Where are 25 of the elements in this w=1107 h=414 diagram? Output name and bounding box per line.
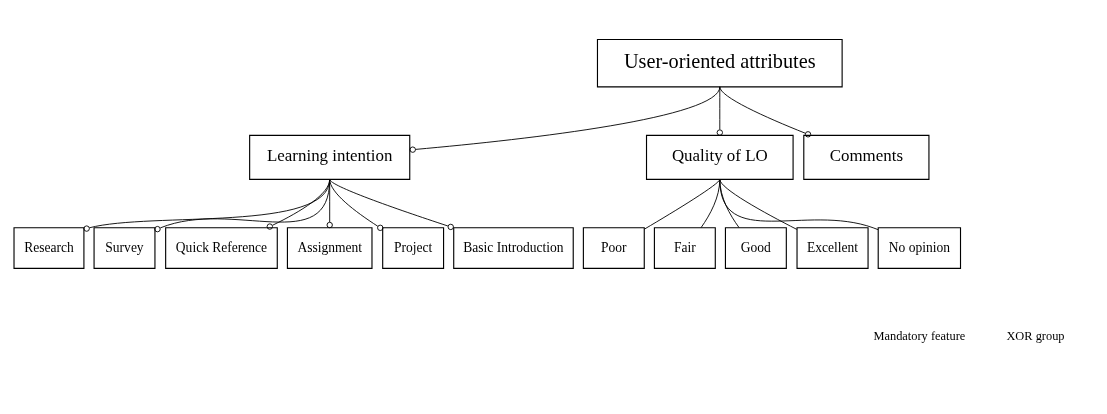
node-box: Good <box>724 226 787 269</box>
connector <box>644 178 721 230</box>
connector <box>329 178 384 231</box>
node-box: Quick Reference <box>165 226 278 269</box>
node-box: User-oriented attributes <box>596 38 843 87</box>
node-box: Fair <box>653 226 716 269</box>
node-box: Research <box>13 226 85 269</box>
node-box: No opinion <box>877 226 962 269</box>
node-box: Excellent <box>796 226 869 269</box>
node-box: Comments <box>803 134 930 180</box>
node-box: Learning intention <box>249 134 411 180</box>
node-box: Survey <box>93 226 156 269</box>
connector <box>409 85 721 153</box>
node-box: Assignment <box>286 226 373 269</box>
legend-label: XOR group <box>1006 328 1065 343</box>
node-box: Basic Introduction <box>453 226 574 269</box>
node-box: Quality of LO <box>645 134 794 180</box>
connector <box>719 85 812 137</box>
connector <box>716 85 723 136</box>
legend-label: Mandatory feature <box>873 328 966 343</box>
connector <box>329 178 454 230</box>
connector <box>719 178 879 230</box>
node-box: Project <box>382 226 445 269</box>
node-box: Poor <box>582 226 645 269</box>
connector <box>719 178 798 230</box>
